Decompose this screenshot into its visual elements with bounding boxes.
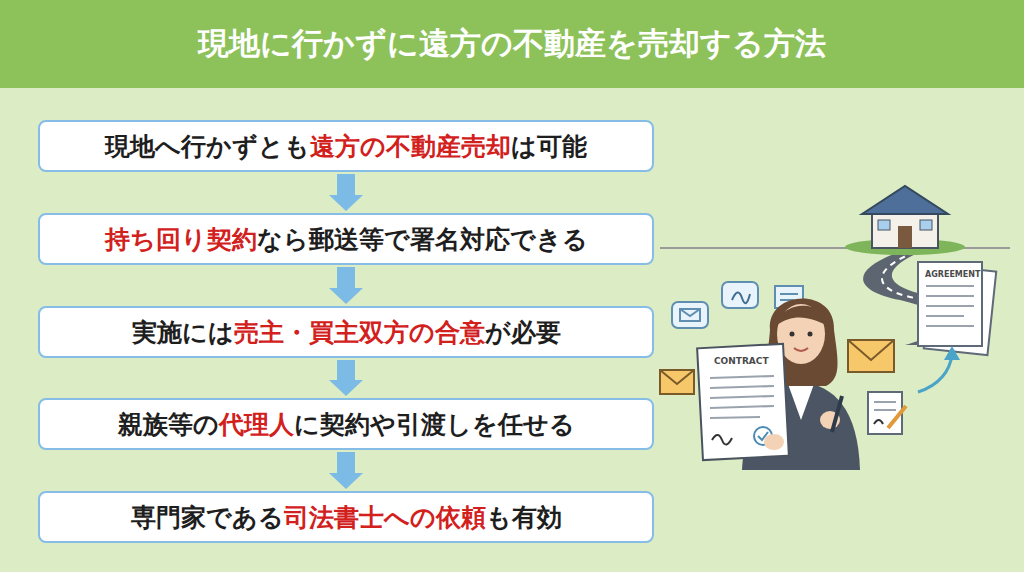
box-text: は可能 xyxy=(511,132,587,161)
process-box: 現地へ行かずとも遠方の不動産売却は可能 xyxy=(38,120,654,172)
highlight-text: 売主・買主双方の合意 xyxy=(234,318,485,347)
document-label: CONTRACT xyxy=(714,356,769,366)
text-line: 持ち回り契約なら郵送等で署名対応できる xyxy=(105,223,588,256)
box-text: なら郵送等で署名対応できる xyxy=(257,225,588,254)
box-text: も有効 xyxy=(486,503,562,532)
flow-arrow xyxy=(329,267,363,304)
process-box: 親族等の代理人に契約や引渡しを任せる xyxy=(38,398,654,450)
highlight-text: 持ち回り契約 xyxy=(105,225,257,254)
text-line: 実施には売主・買主双方の合意が必要 xyxy=(132,316,561,349)
box-text: に契約や引渡しを任せる xyxy=(294,410,575,439)
flow-arrow xyxy=(329,174,363,211)
text-line: 現地へ行かずとも遠方の不動産売却は可能 xyxy=(105,130,587,163)
process-box: 専門家である司法書士への依頼も有効 xyxy=(38,491,654,543)
highlight-text: 遠方の不動産売却 xyxy=(310,132,511,161)
text-line: 専門家である司法書士への依頼も有効 xyxy=(131,501,562,534)
box-text: 専門家である xyxy=(131,503,284,532)
text-line: 親族等の代理人に契約や引渡しを任せる xyxy=(118,408,575,441)
process-box: 実施には売主・買主双方の合意が必要 xyxy=(38,306,654,358)
flow-arrow xyxy=(329,452,363,489)
title-text: 現地に行かずに遠方の不動産を売却する方法 xyxy=(0,0,1024,88)
box-text: 現地へ行かずとも xyxy=(105,132,310,161)
document-label: AGREEMENT xyxy=(925,270,980,279)
box-text: 親族等の xyxy=(118,410,219,439)
box-text: 実施には xyxy=(132,318,234,347)
flow-arrow xyxy=(329,360,363,396)
highlight-text: 司法書士への依頼 xyxy=(284,503,486,532)
process-box: 持ち回り契約なら郵送等で署名対応できる xyxy=(38,213,654,265)
box-text: が必要 xyxy=(485,318,561,347)
highlight-text: 代理人 xyxy=(219,410,294,439)
